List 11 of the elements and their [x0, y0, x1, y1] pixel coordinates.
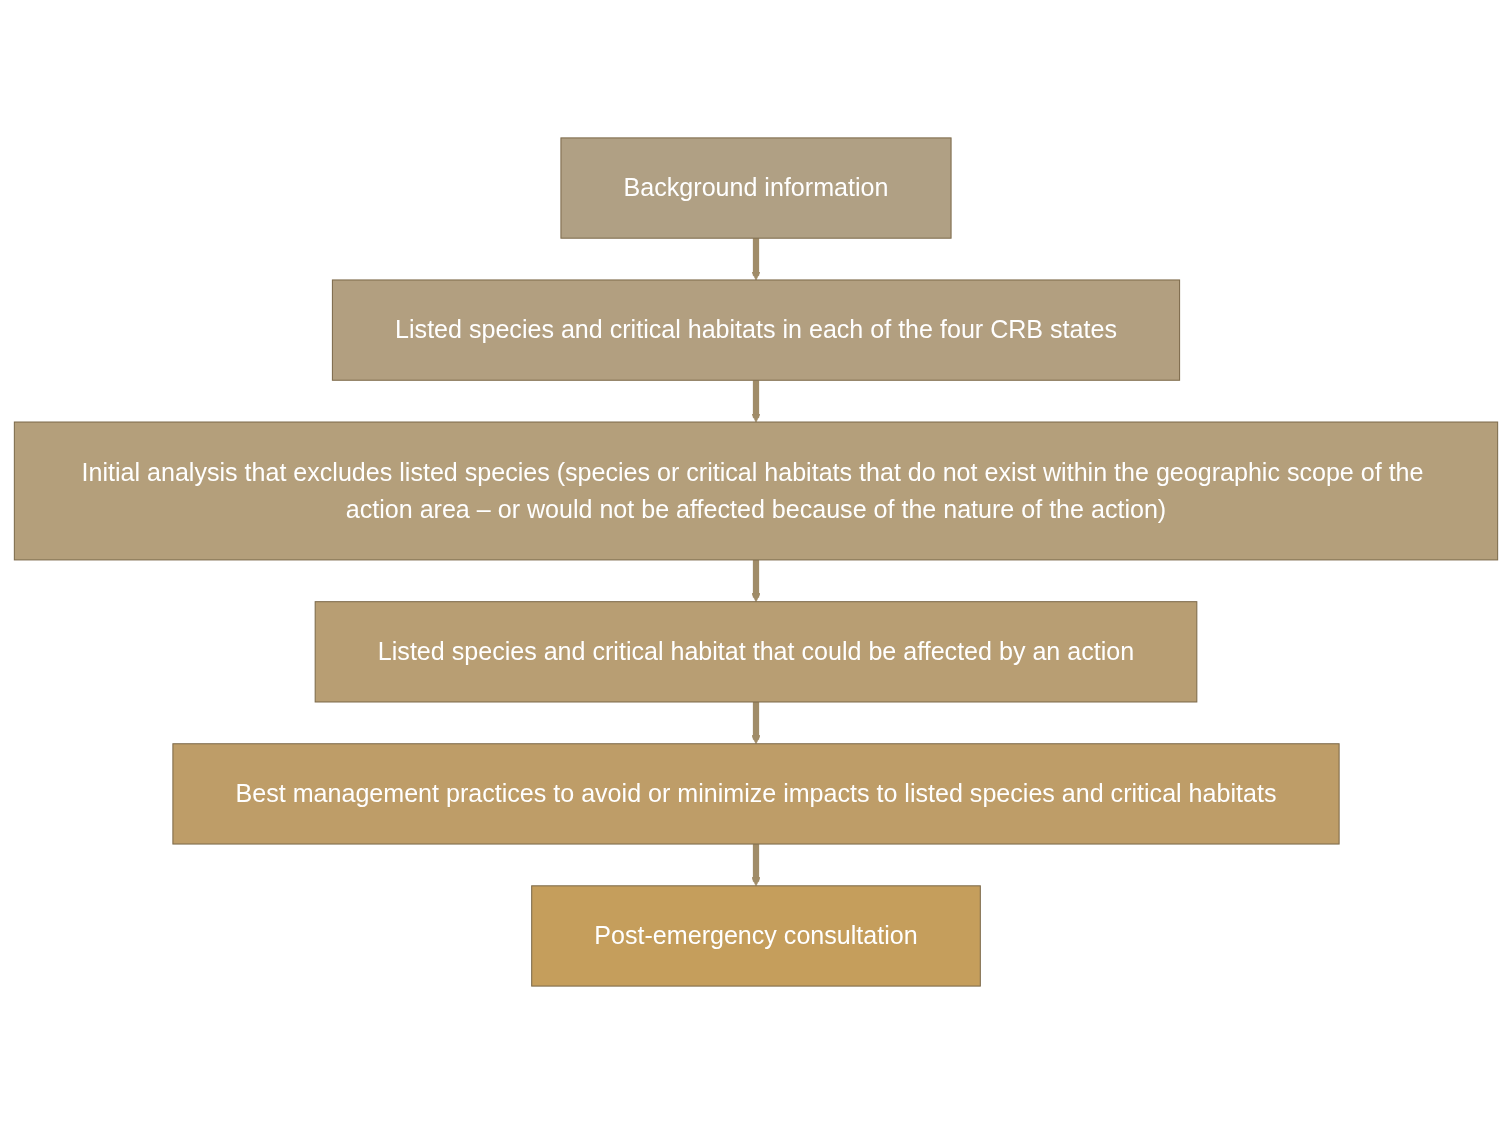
node-box: Listed species and critical habitat that could be affected by an action [314, 601, 1198, 703]
arrow [751, 380, 761, 423]
node-box: Listed species and critical habitats in each of the four CRB states [331, 279, 1181, 381]
node-box: Best management practices to avoid or minimize impacts to listed species and critical habitats [172, 743, 1340, 845]
arrow [751, 701, 761, 745]
arrow [751, 844, 761, 887]
arrow [751, 559, 761, 603]
node-box: Background information [560, 137, 952, 239]
node-box: Post-emergency consultation [531, 885, 981, 987]
arrow [751, 238, 761, 281]
node-box: Initial analysis that excludes listed species (species or critical habitats that do not exist within the geographic scope of the action area – or would not be affected because of the nature of the action) [13, 421, 1499, 561]
